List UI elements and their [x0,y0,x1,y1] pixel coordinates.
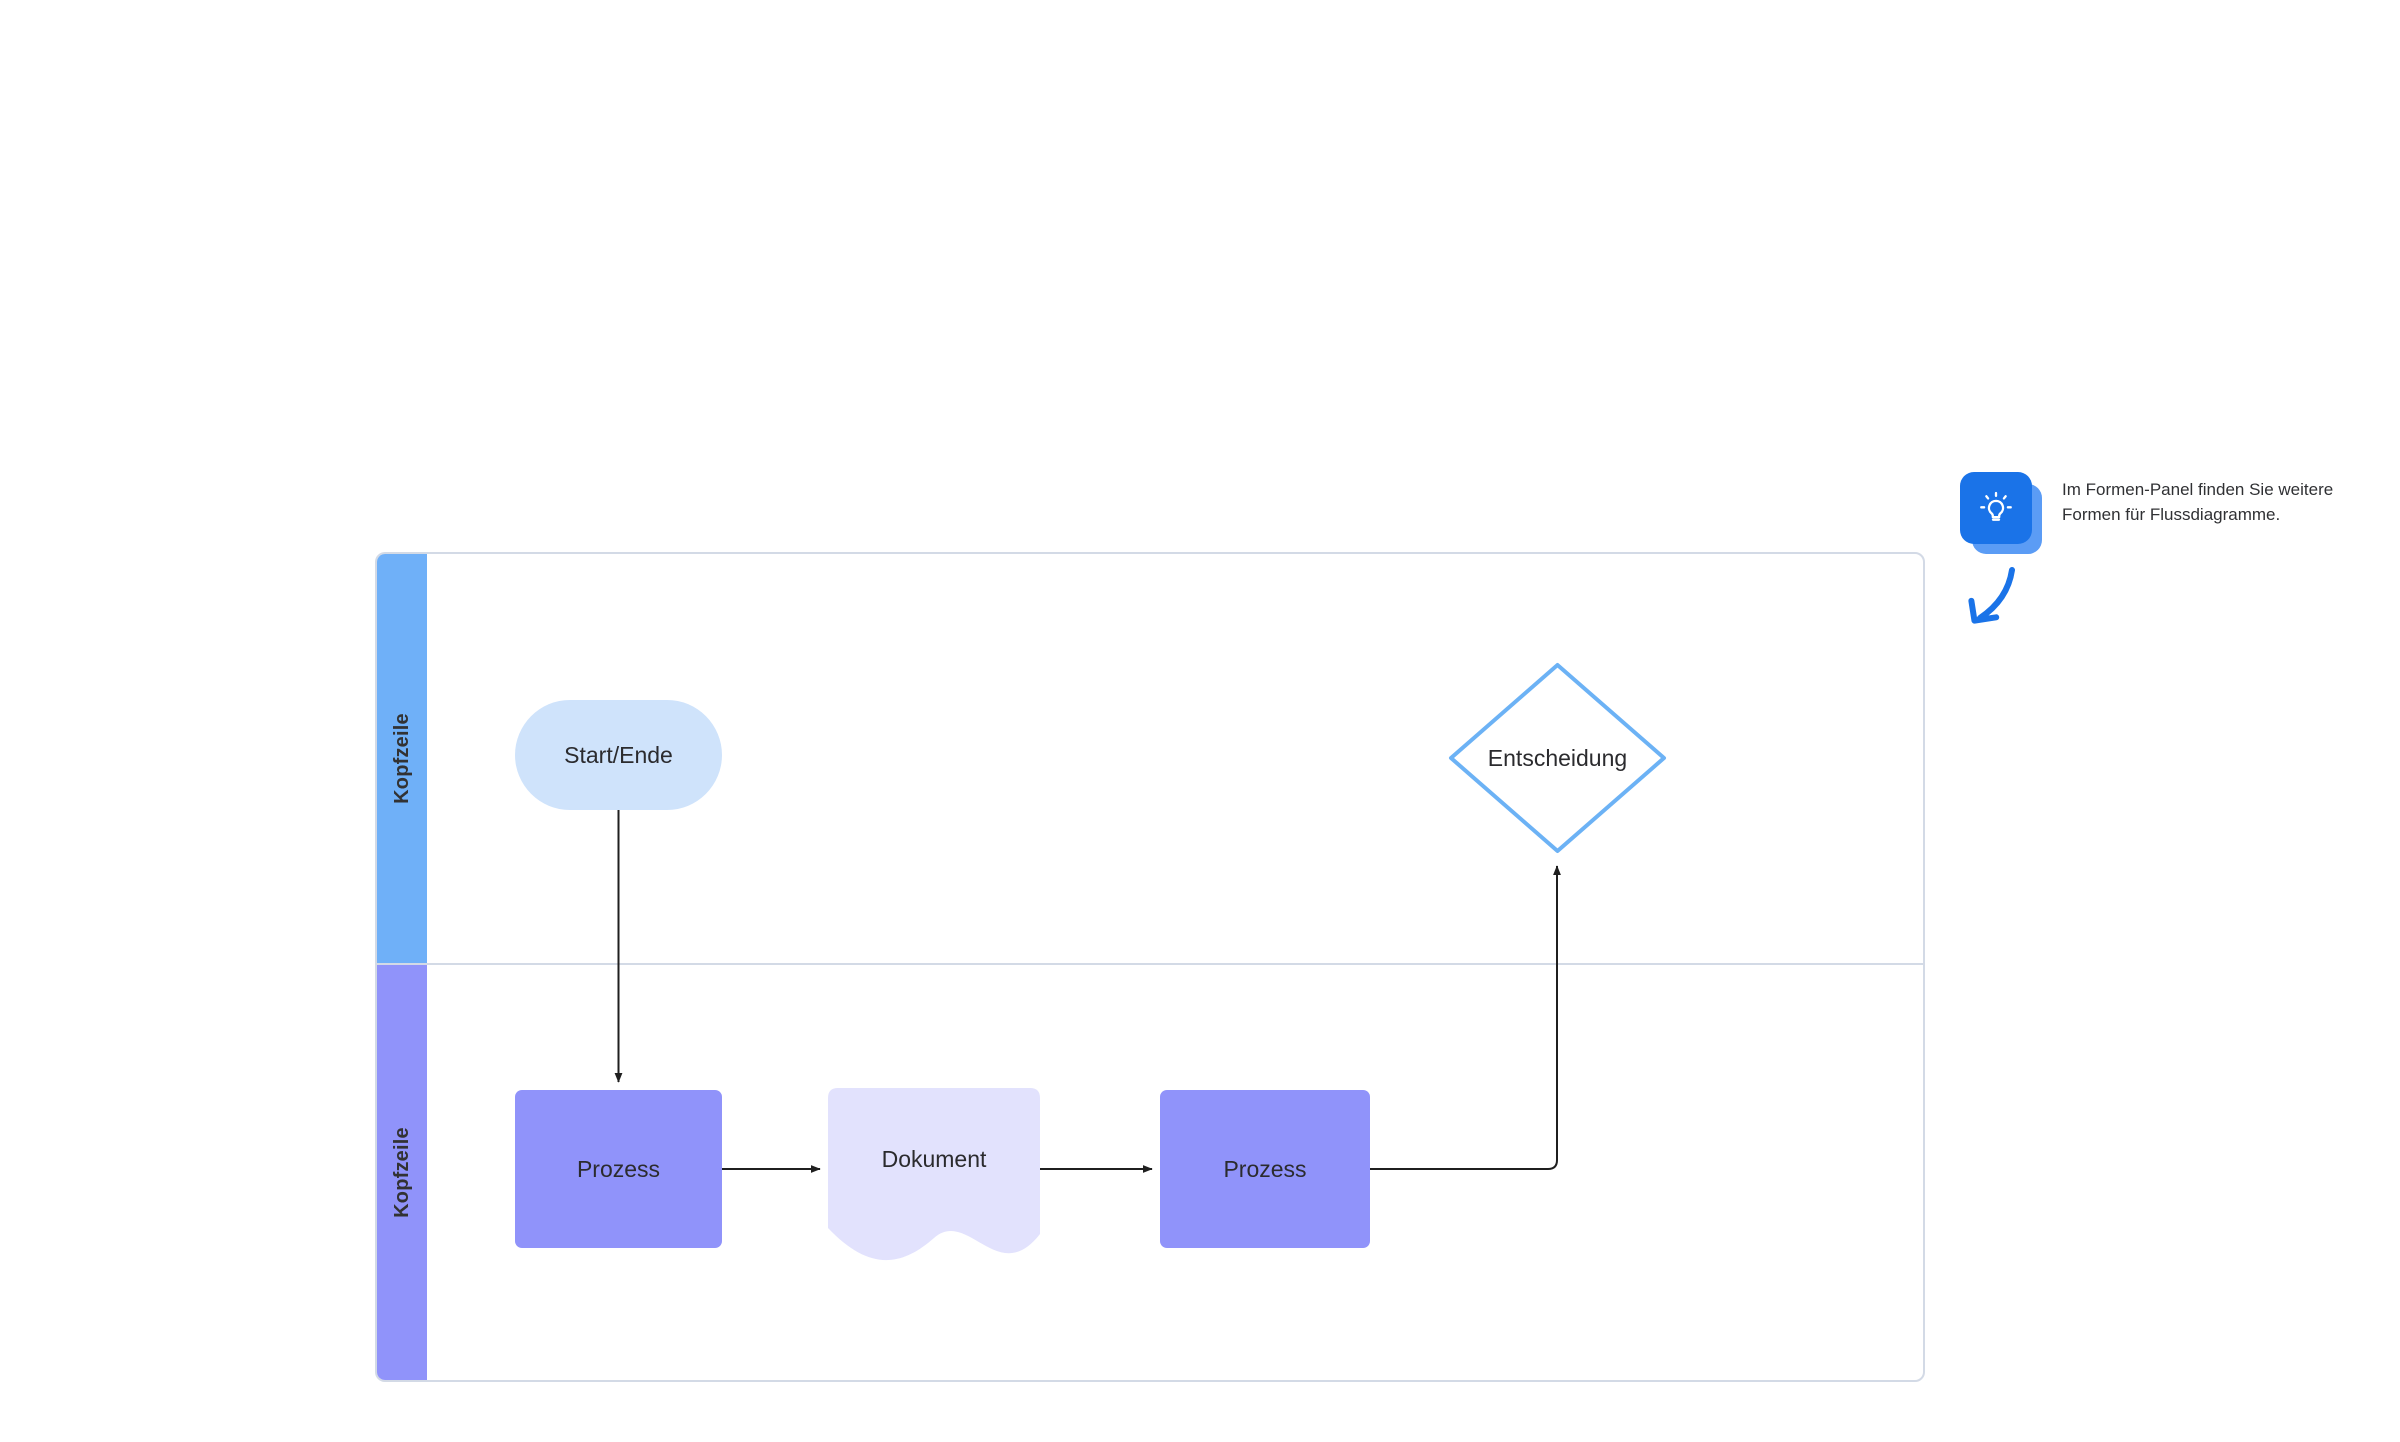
document-shape [828,1088,1040,1261]
node-prozess-2[interactable]: Prozess [1160,1090,1370,1248]
swimlane-container[interactable]: Kopfzeile Kopfzeile [375,552,1925,1382]
diamond-shape [1449,663,1666,853]
swimlane-row-0[interactable]: Kopfzeile [377,554,1923,963]
node-dokument[interactable]: Dokument [828,1088,1040,1268]
lightbulb-icon [1960,472,2032,544]
lane-header-label-1: Kopfzeile [390,1127,413,1218]
tip-text: Im Formen-Panel finden Sie weitere Forme… [2062,478,2362,527]
swimlane-row-1[interactable]: Kopfzeile [377,963,1923,1380]
node-prozess-1[interactable]: Prozess [515,1090,722,1248]
lane-header-1[interactable]: Kopfzeile [377,965,427,1380]
node-entscheidung-label: Entscheidung [1487,744,1628,771]
node-start-ende[interactable]: Start/Ende [515,700,722,810]
node-prozess-2-label: Prozess [1223,1155,1307,1182]
node-start-ende-label: Start/Ende [564,741,673,768]
lane-header-label-0: Kopfzeile [390,713,413,804]
node-dokument-label: Dokument [881,1146,987,1172]
tip-text-line-1: Im Formen-Panel finden Sie weitere [2062,480,2334,499]
tip-icon-wrapper [1960,472,2044,556]
tip-text-line-2: Formen für Flussdiagramme. [2062,504,2281,524]
curved-arrow-down-left-icon [1968,567,2015,624]
node-prozess-1-label: Prozess [576,1155,661,1182]
node-entscheidung[interactable]: Entscheidung [1445,659,1670,857]
lane-header-0[interactable]: Kopfzeile [377,554,427,963]
